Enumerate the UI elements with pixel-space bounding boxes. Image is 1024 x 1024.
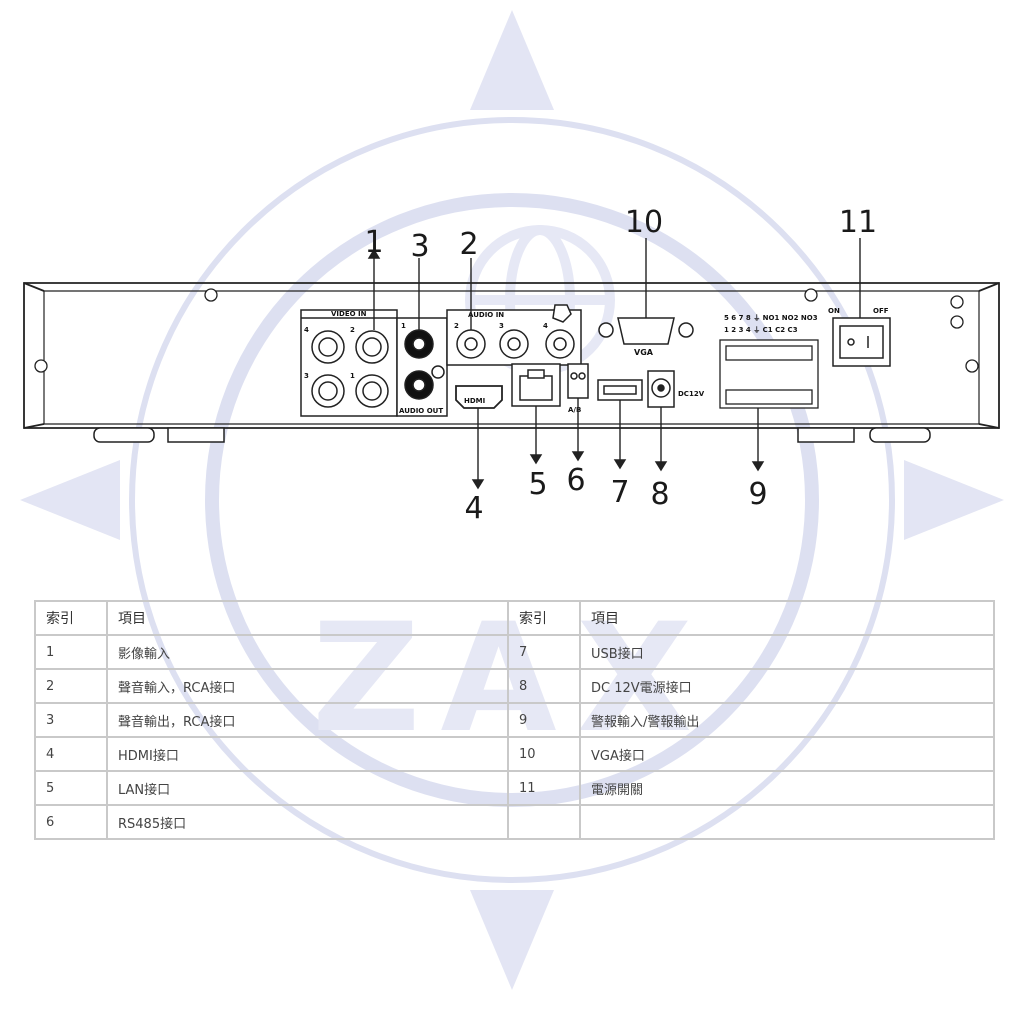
callout-3: 3 [410, 229, 429, 264]
video-ch-label: 4 [304, 326, 309, 334]
audio-ch-label: 2 [454, 322, 459, 330]
usb-port [597, 379, 643, 401]
audio-in-label: AUDIO IN [468, 311, 504, 319]
row-item [579, 804, 995, 840]
row-item: 聲音輸入，RCA接口 [106, 668, 509, 704]
table-row: 4 HDMI接口 10 VGA接口 [34, 736, 995, 772]
callout-9: 9 [748, 477, 767, 512]
audio-in-block [446, 304, 582, 366]
video-ch-label: 3 [304, 372, 309, 380]
alarm-terminal [719, 339, 819, 409]
ab-label: A/B [568, 406, 581, 414]
row-index: 11 [507, 770, 581, 806]
vga-port [598, 317, 694, 345]
row-index: 2 [34, 668, 108, 704]
table-row: 1 影像輸入 7 USB接口 [34, 634, 995, 670]
row-item: 影像輸入 [106, 634, 509, 670]
row-item: 電源開關 [579, 770, 995, 806]
alarm-bottom-label: 1 2 3 4 ⏚ C1 C2 C3 [724, 326, 798, 334]
lan-port [511, 363, 561, 407]
header-item: 項目 [106, 600, 509, 636]
row-item: USB接口 [579, 634, 995, 670]
callout-8: 8 [650, 477, 669, 512]
video-ch-label: 2 [350, 326, 355, 334]
row-index: 8 [507, 668, 581, 704]
callout-6: 6 [566, 463, 585, 498]
row-index: 4 [34, 736, 108, 772]
table-row: 2 聲音輸入，RCA接口 8 DC 12V電源接口 [34, 668, 995, 704]
row-item: 聲音輸出，RCA接口 [106, 702, 509, 738]
row-index: 1 [34, 634, 108, 670]
audio-ch-label: 4 [543, 322, 548, 330]
row-index: 6 [34, 804, 108, 840]
screws [34, 288, 979, 373]
feet [93, 427, 931, 443]
video-in-block [300, 309, 398, 417]
row-item: RS485接口 [106, 804, 509, 840]
row-index [507, 804, 581, 840]
header-item: 項目 [579, 600, 995, 636]
callout-4: 4 [464, 491, 483, 526]
alarm-top-label: 5 6 7 8 ⏚ NO1 NO2 NO3 [724, 314, 818, 322]
hdmi-port [455, 385, 503, 409]
callout-5: 5 [528, 467, 547, 502]
vga-label: VGA [634, 348, 654, 357]
table-row: 6 RS485接口 [34, 804, 995, 840]
callout-1: 1 [364, 225, 383, 260]
dc12v-label: DC12V [678, 390, 705, 398]
header-index: 索引 [34, 600, 108, 636]
hdmi-label: HDMI [464, 397, 485, 405]
switch-off-label: OFF [873, 307, 889, 315]
power-switch [832, 317, 891, 367]
rs485-port [567, 363, 589, 399]
table-row: 5 LAN接口 11 電源開關 [34, 770, 995, 806]
dc-power-port [647, 370, 675, 408]
row-index: 3 [34, 702, 108, 738]
legend-table: 索引 項目 索引 項目 1 影像輸入 7 USB接口 2 聲音輸入，RCA接口 … [34, 600, 995, 840]
video-ch-label: 1 [350, 372, 355, 380]
row-index: 10 [507, 736, 581, 772]
callout-11: 11 [839, 205, 877, 240]
row-index: 9 [507, 702, 581, 738]
callout-10: 10 [625, 205, 663, 240]
row-item: DC 12V電源接口 [579, 668, 995, 704]
callout-7: 7 [610, 475, 629, 510]
audio-out-label: AUDIO OUT [399, 407, 443, 415]
row-item: LAN接口 [106, 770, 509, 806]
rear-panel-diagram: VIDEO IN 4 2 3 1 AUDIO OUT AUDIO IN 1 2 … [23, 205, 1000, 526]
switch-on-label: ON [828, 307, 840, 315]
callout-2: 2 [459, 227, 478, 262]
row-item: HDMI接口 [106, 736, 509, 772]
leader-lines [367, 238, 861, 490]
chassis [23, 282, 1000, 429]
row-item: VGA接口 [579, 736, 995, 772]
legend-header-row: 索引 項目 索引 項目 [34, 600, 995, 636]
header-index: 索引 [507, 600, 581, 636]
row-item: 警報輸入/警報輸出 [579, 702, 995, 738]
row-index: 7 [507, 634, 581, 670]
audio-ch-label: 3 [499, 322, 504, 330]
video-in-label: VIDEO IN [331, 310, 367, 318]
audio-ch-label: 1 [401, 322, 406, 330]
table-row: 3 聲音輸出，RCA接口 9 警報輸入/警報輸出 [34, 702, 995, 738]
audio-out-block [396, 317, 448, 417]
row-index: 5 [34, 770, 108, 806]
